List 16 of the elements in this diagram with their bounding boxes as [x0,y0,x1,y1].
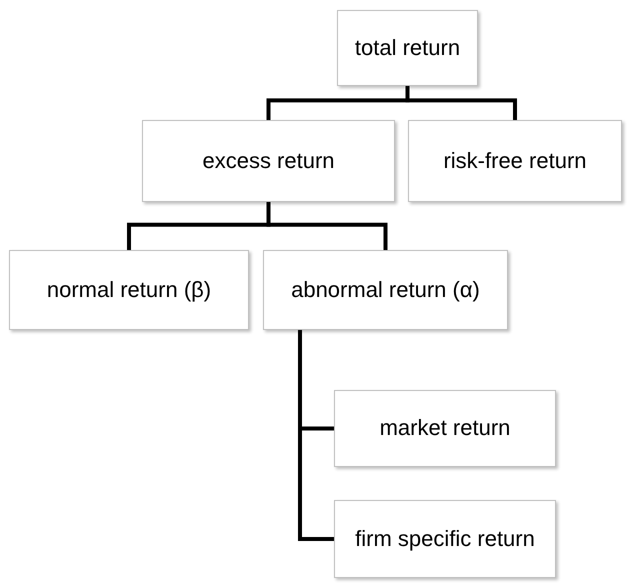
node-label: normal return (β) [46,278,212,302]
connector-line [406,86,517,120]
node-box [408,120,622,202]
node-box [334,500,556,578]
node-box [9,250,249,330]
node-label: abnormal return (α) [290,278,481,302]
node-box [142,120,395,202]
node-label: market return [378,416,512,441]
node-label: excess return [201,148,336,174]
node-box [263,250,508,330]
node-label: risk-free return [442,148,588,174]
node-label: firm specific return [354,526,536,552]
node-box [334,390,556,467]
node-box [337,10,478,86]
node-label: total return [354,36,462,60]
connector-line [266,202,388,250]
